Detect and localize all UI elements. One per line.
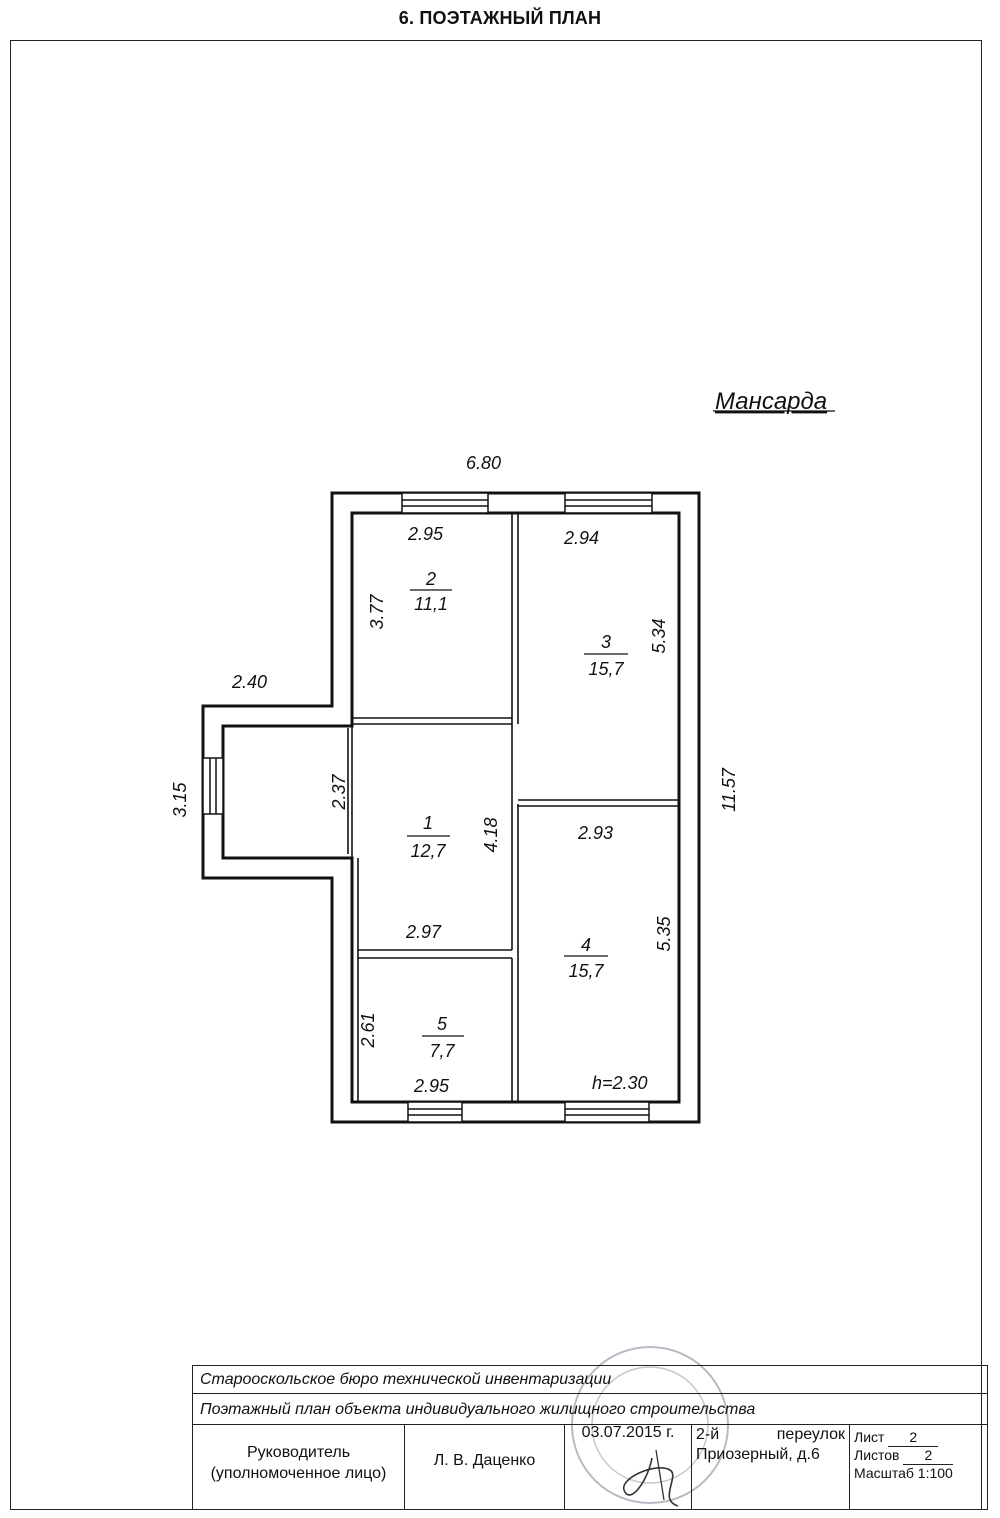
address-part-2: переулок <box>776 1426 845 1443</box>
sheets-label: Листов <box>854 1447 900 1463</box>
window-top-left <box>401 492 489 514</box>
room-2-height: 3.77 <box>367 594 387 630</box>
room-1-width-left: 2.37 <box>329 774 349 811</box>
room-5-width: 2.95 <box>413 1076 450 1096</box>
address-line-2: Приозерный, д.6 <box>696 1446 820 1463</box>
title-block-name: Л. В. Даценко <box>405 1424 565 1509</box>
window-bottom-right <box>564 1101 650 1123</box>
ceiling-height: h=2.30 <box>592 1073 648 1093</box>
room-3-width: 2.94 <box>563 528 599 548</box>
signature-icon <box>623 1457 679 1507</box>
room-3-number: 3 <box>601 632 611 652</box>
head-line-1: Руководитель <box>246 1444 351 1461</box>
room-2-width: 2.95 <box>407 524 444 544</box>
room-5-height: 2.61 <box>358 1012 378 1048</box>
page-title: 6. ПОЭТАЖНЫЙ ПЛАН <box>398 8 602 28</box>
sheet-label: Лист <box>854 1429 885 1445</box>
room-3-area: 15,7 <box>588 659 624 679</box>
room-2-area: 11,1 <box>414 594 448 614</box>
title-block-head: Руководитель (уполномоченное лицо) <box>193 1424 405 1509</box>
room-4-number: 4 <box>581 935 591 955</box>
sheet-value: 2 <box>888 1429 939 1447</box>
room-1-number: 1 <box>423 813 433 833</box>
room-4-width: 2.93 <box>577 823 613 843</box>
outer-wall <box>201 491 701 1124</box>
title-block-address: 2-й переулок Приозерный, д.6 <box>692 1424 850 1509</box>
dim-annex-width: 2.40 <box>231 672 267 692</box>
room-3-height: 5.34 <box>649 618 669 653</box>
room-1-area: 12,7 <box>410 841 446 861</box>
title-block-doc: Поэтажный план объекта индивидуального ж… <box>193 1395 987 1425</box>
title-block-date: 03.07.2015 г. <box>565 1424 692 1509</box>
title-block: Старооскольское бюро технической инвента… <box>192 1365 988 1510</box>
room-1-width-bottom: 2.97 <box>405 922 442 942</box>
room-5-number: 5 <box>437 1014 448 1034</box>
room-2-number: 2 <box>425 569 436 589</box>
room-1-height: 4.18 <box>481 817 501 852</box>
dim-total-width: 6.80 <box>466 453 501 473</box>
room-4-height: 5.35 <box>654 916 674 952</box>
sheets-value: 2 <box>903 1447 954 1465</box>
window-bottom-left <box>407 1101 463 1123</box>
dim-annex-height: 3.15 <box>170 782 190 818</box>
title-block-sheets: Лист 2 Листов 2 Масштаб 1:100 <box>850 1424 987 1509</box>
window-left <box>202 757 224 815</box>
head-line-2: (уполномоченное лицо) <box>210 1465 387 1482</box>
window-top-right <box>564 492 653 514</box>
scale-label: Масштаб 1:100 <box>854 1465 953 1481</box>
dim-total-height: 11.57 <box>719 767 739 812</box>
room-5-area: 7,7 <box>429 1041 455 1061</box>
stamp-and-signature <box>571 1346 729 1507</box>
address-part-1: 2-й <box>696 1426 720 1443</box>
room-4-area: 15,7 <box>568 961 604 981</box>
interior-partitions <box>347 513 679 1102</box>
title-block-org: Старооскольское бюро технической инвента… <box>193 1366 987 1394</box>
